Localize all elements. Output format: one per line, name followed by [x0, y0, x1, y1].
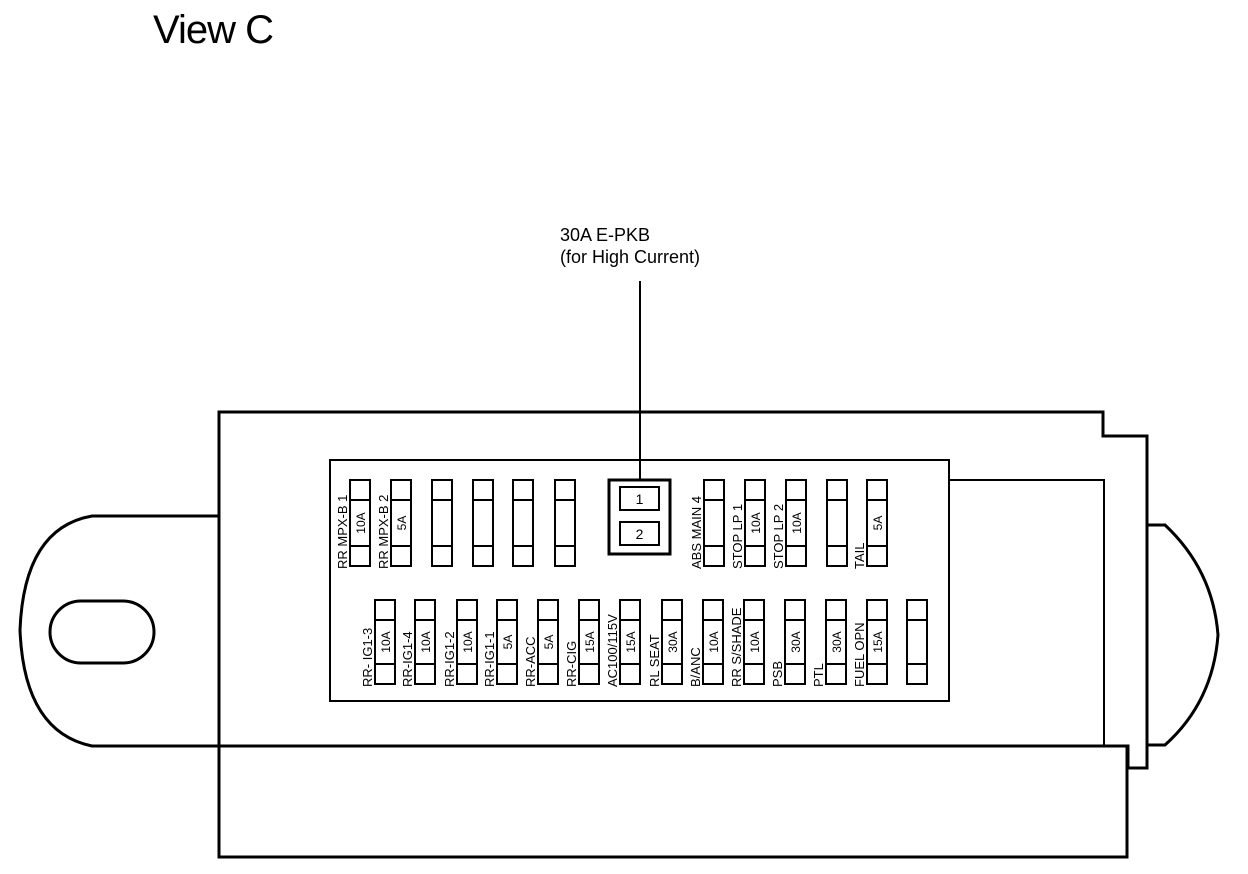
- fuse-fuel-opn: 15A FUEL OPN: [852, 599, 888, 687]
- fuse-name-label: FUEL OPN: [852, 622, 867, 687]
- fuse-name-label: RR-CIG: [564, 641, 579, 687]
- fuse-stop-lp-2: 10A STOP LP 2: [771, 479, 807, 569]
- fuse-amp-label: 10A: [749, 512, 763, 533]
- fuse-amp-label: 10A: [379, 631, 393, 652]
- fuse-amp-label: 10A: [707, 631, 721, 652]
- fuse-body: [785, 479, 807, 567]
- fuse-name-label: RR-IG1-4: [400, 631, 415, 687]
- fuse-empty-3: [431, 479, 453, 567]
- fuse-psb: 30A PSB: [770, 599, 806, 687]
- fuse-b-anc: 10A B/ANC: [688, 599, 724, 687]
- callout-line-1: 30A E-PKB: [560, 225, 651, 245]
- fuse-name-label: B/ANC: [688, 647, 703, 687]
- callout-label: 30A E-PKB (for High Current): [560, 224, 700, 268]
- fuse-empty-10: [826, 479, 848, 567]
- fuse-rr-s-shade: 10A RR S/SHADE: [729, 599, 765, 687]
- fuse-name-label: PTL: [811, 663, 826, 687]
- lower-panel: [217, 746, 1129, 859]
- fuse-empty-6: [554, 479, 576, 567]
- fuse-rr-ig1-4: 10A RR-IG1-4: [400, 599, 436, 687]
- fuse-empty-4: [472, 479, 494, 567]
- callout-line-2: (for High Current): [560, 247, 701, 267]
- fuse-name-label: AC100/115V: [605, 614, 620, 687]
- fuse-amp-label: 10A: [354, 512, 368, 533]
- fuse-body: [703, 479, 725, 567]
- relay-slot-1: [619, 486, 660, 511]
- inner-rail: [949, 479, 1105, 746]
- left-mounting-tab: [18, 514, 219, 748]
- fuse-box-housing: [217, 410, 1149, 770]
- fuse-name-label: RL SEAT: [647, 634, 662, 687]
- top-fuse-row: 10A RR MPX-B 1 5A RR MPX-B 2 ABS MAIN 4 10A ST…: [335, 479, 888, 570]
- fuse-amp-label: 5A: [871, 516, 885, 531]
- fuse-rr-mpx-b-1: 10A RR MPX-B 1: [335, 479, 371, 569]
- fuse-amp-label: 5A: [395, 516, 409, 531]
- fuse-amp-label: 10A: [790, 512, 804, 533]
- fuse-body: [472, 479, 494, 567]
- fuse-body: [866, 479, 888, 567]
- relay-slot-2-label: 2: [636, 526, 644, 542]
- fuse-tail: 5A TAIL: [852, 479, 888, 570]
- fuse-name-label: RR MPX-B 1: [335, 495, 350, 569]
- fuse-body: [512, 479, 534, 567]
- fuse-rr-ig1-1: 5A RR-IG1-1: [482, 599, 518, 687]
- view-title: View C: [153, 8, 274, 52]
- fuse-body: [349, 479, 371, 567]
- fuse-rr-ig1-3: 10A RR- IG1-3: [360, 599, 396, 687]
- fuse-name-label: STOP LP 2: [771, 504, 786, 569]
- fuse-amp-label: 15A: [583, 631, 597, 652]
- fuse-amp-label: 5A: [542, 635, 556, 650]
- fuse-abs-main-4: ABS MAIN 4: [689, 479, 725, 569]
- fuse-name-label: RR-IG1-1: [482, 631, 497, 687]
- fuse-amp-label: 5A: [501, 635, 515, 650]
- fuse-name-label: RR-ACC: [523, 636, 538, 687]
- e-pkb-relay: 1 2: [607, 478, 672, 556]
- fuse-empty-14: [906, 599, 928, 685]
- fuse-amp-label: 15A: [624, 631, 638, 652]
- fuse-body: [390, 479, 412, 567]
- fuse-name-label: RR S/SHADE: [729, 607, 744, 687]
- fuse-amp-label: 10A: [461, 631, 475, 652]
- fuse-name-label: RR- IG1-3: [360, 628, 375, 687]
- fuse-ac100-115v: 15A AC100/115V: [605, 599, 641, 687]
- fuse-body: [744, 479, 766, 567]
- fuse-body: [554, 479, 576, 567]
- fuse-name-label: STOP LP 1: [730, 504, 745, 569]
- relay-slot-1-label: 1: [636, 491, 644, 507]
- fuse-name-label: ABS MAIN 4: [689, 496, 704, 569]
- fuse-amp-label: 30A: [666, 631, 680, 652]
- fuse-amp-label: 30A: [789, 631, 803, 652]
- fuse-ptl: 30A PTL: [811, 599, 847, 687]
- mounting-hole: [48, 599, 156, 665]
- fuse-name-label: PSB: [770, 661, 785, 687]
- fuse-body: [906, 599, 928, 685]
- fuse-rr-acc: 5A RR-ACC: [523, 599, 559, 687]
- fuse-body: [431, 479, 453, 567]
- fuse-name-label: TAIL: [852, 543, 867, 570]
- relay-slot-2: [619, 521, 660, 546]
- fuse-name-label: RR MPX-B 2: [376, 495, 391, 569]
- fuse-rr-cig: 15A RR-CIG: [564, 599, 600, 687]
- fuse-rr-mpx-b-2: 5A RR MPX-B 2: [376, 479, 412, 569]
- right-connector-tab: [1147, 523, 1220, 747]
- fuse-stop-lp-1: 10A STOP LP 1: [730, 479, 766, 569]
- bottom-fuse-row: 10A RR- IG1-3 10A RR-IG1-4 10A RR-IG1-2 5A RR-I…: [360, 599, 928, 687]
- fuse-empty-5: [512, 479, 534, 567]
- fuse-amp-label: 10A: [419, 631, 433, 652]
- fuse-amp-label: 30A: [830, 631, 844, 652]
- fuse-body: [826, 479, 848, 567]
- fuse-amp-label: 10A: [748, 631, 762, 652]
- fuse-amp-label: 15A: [871, 631, 885, 652]
- fuse-rr-ig1-2: 10A RR-IG1-2: [442, 599, 478, 687]
- fuse-rl-seat: 30A RL SEAT: [647, 599, 683, 687]
- fuse-name-label: RR-IG1-2: [442, 631, 457, 687]
